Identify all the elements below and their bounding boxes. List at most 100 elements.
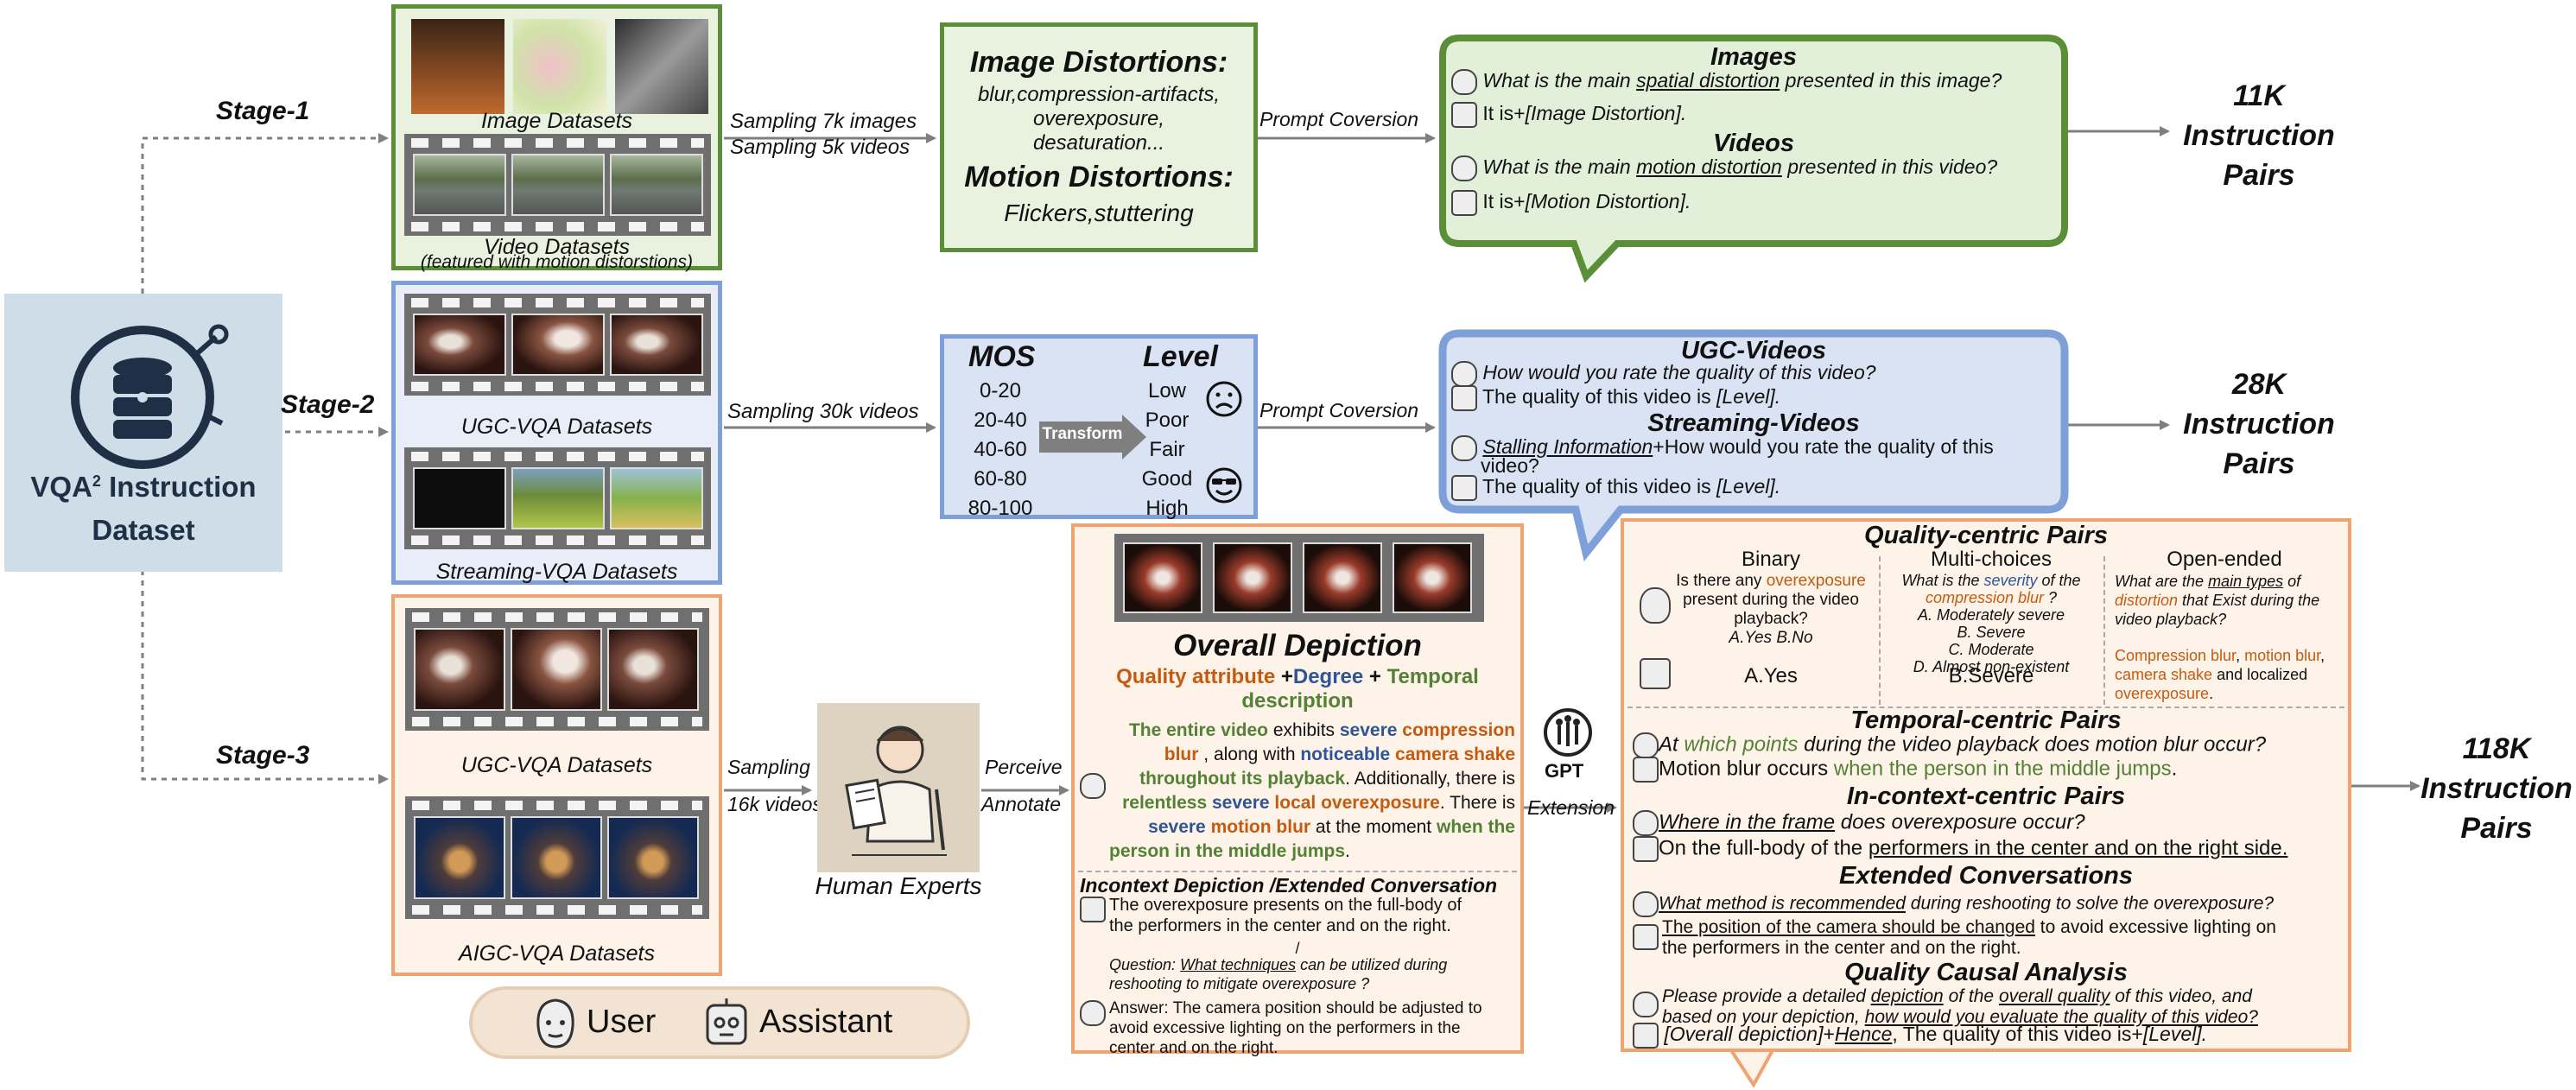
cool-face-icon	[1206, 467, 1242, 504]
quality-centric-title: Quality-centric Pairs	[1863, 522, 2109, 549]
sampling-label-3a: Sampling	[727, 756, 810, 778]
incontext-answer: On the full-body of the performers in th…	[1633, 836, 2287, 862]
aigc-vqa-label: AIGC-VQA Datasets	[459, 941, 655, 966]
overall-paragraph: The entire video exhibits severe compres…	[1109, 720, 1515, 861]
multi-question: What is the severity of the compression …	[1901, 572, 2081, 675]
bubble2-a1: The quality of this video is [Level].	[1451, 385, 1780, 411]
bubble1-a2: It is+[Motion Distortion].	[1451, 190, 1691, 216]
video-filmstrip	[404, 134, 711, 236]
image-sample-3	[615, 19, 708, 114]
sampling-30k-label: Sampling 30k videos	[727, 400, 919, 423]
ugc-vqa-label: UGC-VQA Datasets	[460, 415, 653, 439]
bubble2-streaming-title: Streaming-Videos	[1647, 409, 1860, 437]
legend-user-label: User	[587, 1004, 657, 1040]
gpt-label: GPT	[1545, 760, 1584, 782]
transform-label: Transform	[1042, 425, 1123, 443]
pairs-box: Quality-centric Pairs Binary Is there an…	[1621, 518, 2351, 1052]
annotate-label: Annotate	[981, 793, 1062, 815]
bubble2-ugc-title: UGC-Videos	[1680, 337, 1827, 364]
database-icon	[71, 324, 229, 469]
open-question: What are the main types of distortion th…	[2115, 573, 2320, 628]
answer-text: Answer: The camera position should be ad…	[1109, 999, 1482, 1057]
user-face-icon	[1451, 361, 1477, 387]
multi-answer: B.Severe	[1948, 664, 2034, 688]
image-distortions-items2: overexposure,	[1032, 107, 1165, 130]
user-face-icon	[1633, 732, 1659, 758]
sampling-videos-label: Sampling 5k videos	[730, 136, 910, 159]
causal-question: Please provide a detailed depiction of t…	[1662, 986, 2258, 1027]
video-datasets-label: Video Datasets	[483, 235, 631, 259]
user-face-icon	[1451, 155, 1477, 181]
expert-icon	[845, 726, 947, 856]
stage-2-label: Stage-2	[281, 390, 375, 419]
question-text: Question: What techniques can be utilize…	[1109, 956, 1448, 992]
user-face-icon	[1640, 587, 1671, 624]
bubble1-content: Images What is the main spatial distorti…	[1451, 43, 2056, 242]
binary-question: Is there any overexposure present during…	[1676, 572, 1866, 647]
bubble1-images-title: Images	[1710, 43, 1797, 71]
temporal-question: At which points during the video playbac…	[1633, 732, 2266, 758]
gpt-logo-icon	[1544, 708, 1592, 757]
bubble1-videos-title: Videos	[1712, 130, 1794, 157]
level-title: Level	[1143, 340, 1218, 373]
depiction-filmstrip	[1114, 534, 1484, 622]
multi-header: Multi-choices	[1930, 548, 2053, 571]
streaming-vqa-label: Streaming-VQA Datasets	[435, 560, 678, 584]
user-face-icon	[536, 998, 574, 1049]
assistant-robot-icon	[1633, 757, 1659, 783]
legend-assistant-label: Assistant	[759, 1004, 893, 1040]
ugc-vqa-label-3: UGC-VQA Datasets	[460, 753, 653, 777]
stage-3-label: Stage-3	[216, 741, 310, 770]
causal-answer: [Overall depiction]+Hence, The quality o…	[1633, 1023, 2207, 1049]
assistant-robot-icon	[1451, 385, 1477, 411]
image-distortions-title: Image Distortions:	[969, 46, 1228, 79]
sad-face-icon	[1206, 381, 1242, 417]
extended-conversations-title: Extended Conversations	[1838, 862, 2134, 890]
stage3-datasets-box: UGC-VQA Datasets AIGC-VQA Datasets	[391, 594, 722, 976]
overall-depiction-box: Overall Depiction Quality attribute +Deg…	[1071, 523, 1524, 1057]
user-face-icon	[1080, 773, 1106, 799]
assistant-robot-icon	[1633, 1023, 1659, 1049]
overall-attr-line: Quality attribute +Degree + Temporal	[1116, 665, 1479, 688]
user-face-icon	[1451, 435, 1477, 461]
user-face-icon	[1451, 69, 1477, 95]
overall-depiction-title: Overall Depiction	[1173, 629, 1422, 662]
image-distortions-items1: blur,compression-artifacts,	[977, 83, 1221, 106]
incontext-question: Where in the frame does overexposure occ…	[1633, 810, 2085, 836]
stage2-datasets-box: UGC-VQA Datasets Streaming-VQA Datasets	[391, 281, 722, 585]
incontext-text: The overexposure presents on the full-bo…	[1109, 896, 1462, 935]
motion-distortions-items: Flickers,stuttering	[1004, 200, 1194, 226]
bubble2-q2: Stalling Information+How would you rate …	[1451, 435, 1994, 461]
extension-label: Extension	[1527, 796, 1615, 819]
user-face-icon	[1633, 992, 1659, 1017]
legend: User Assistant	[469, 986, 970, 1059]
image-sample-2	[513, 19, 606, 114]
assistant-robot-icon	[1451, 475, 1477, 501]
transform-arrow	[1039, 415, 1146, 459]
open-answer: Compression blur, motion blur, camera sh…	[2115, 647, 2325, 702]
open-header: Open-ended	[2167, 548, 2282, 571]
bubble2-a2: The quality of this video is [Level].	[1451, 475, 1780, 501]
image-datasets-label: Image Datasets	[480, 109, 633, 133]
overall-attr-line2: description	[1241, 689, 1354, 713]
assistant-robot-icon	[1633, 836, 1659, 862]
assistant-robot-icon	[1080, 897, 1106, 922]
assistant-robot-icon	[1451, 190, 1477, 216]
image-distortions-items3: desaturation...	[1032, 131, 1165, 155]
extended-question: What method is recommended during reshoo…	[1633, 891, 2274, 917]
video-datasets-note: (featured with motion distorstions)	[420, 252, 694, 272]
slash-divider: /	[1295, 940, 1300, 957]
dataset-title-line1: VQA2 Instruction	[30, 471, 257, 503]
assistant-robot-icon	[1640, 658, 1671, 689]
temporal-answer: Motion blur occurs when the person in th…	[1633, 757, 2177, 783]
assistant-robot-icon	[1633, 924, 1659, 950]
extended-answer: The position of the camera should be cha…	[1662, 917, 2276, 958]
sampling-label-3b: 16k videos	[727, 793, 822, 815]
motion-distortions-title: Motion Distortions:	[964, 161, 1234, 193]
image-sample-1	[411, 19, 504, 114]
ugc-filmstrip	[404, 294, 711, 396]
